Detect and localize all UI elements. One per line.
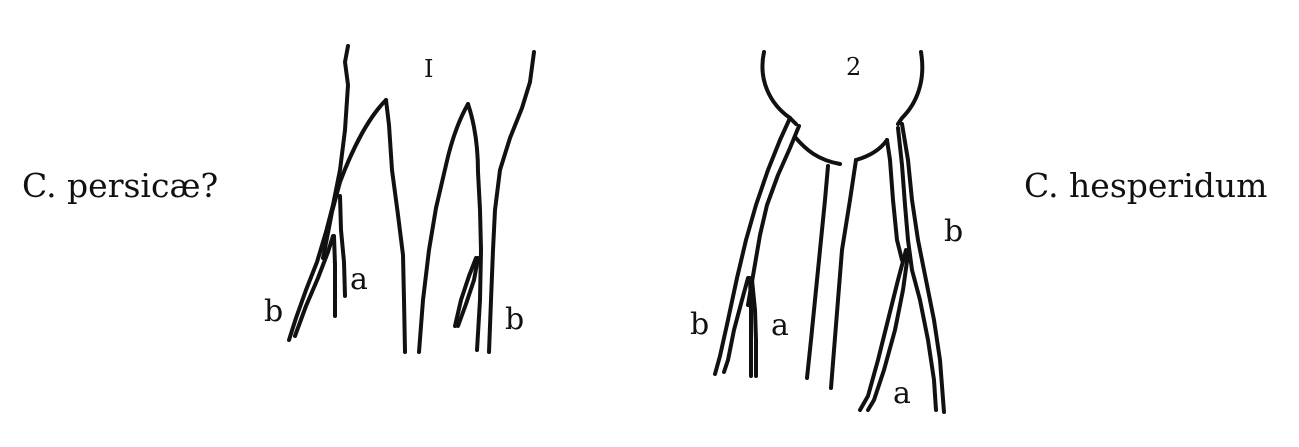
figure-1-right-lobe-left — [417, 102, 470, 354]
figure-1-number: I — [424, 55, 433, 83]
figure-2-center-notch — [793, 135, 842, 166]
figure-2-left-appendage-b — [722, 276, 750, 374]
figure-1-left-lobe-outer — [384, 98, 407, 354]
figure-1-left-appendage-b-tip — [332, 234, 337, 318]
figure-2-number: 2 — [846, 53, 861, 81]
figure-2-center-right-top — [854, 138, 889, 162]
figure-2-center-right-edge — [885, 138, 904, 262]
figure-1-right-appendage-b-inner — [456, 256, 480, 328]
figure-2-right-leg-inner — [896, 126, 938, 412]
figure-2-right-appendage-a-outer — [858, 248, 908, 412]
figure-1-right-appendage-b — [453, 256, 478, 328]
figure-1-left-appendage-b — [293, 234, 335, 338]
figure-2-center-right-stem — [829, 158, 858, 390]
figure-1: C. persicæ? I a b b — [22, 44, 536, 354]
figure-1-label-b-right: b — [505, 302, 524, 337]
figure-1-left-appendage-inner — [321, 98, 388, 260]
figure-2-right-leg-outer — [900, 122, 946, 414]
figure-2-label-a-left: a — [771, 308, 789, 343]
figure-2-label-b-right: b — [944, 214, 963, 249]
figure-1-left-appendage-a — [338, 194, 347, 298]
figure-1-right-outline — [487, 50, 536, 354]
figure-2-left-appendage-b-tip — [748, 276, 753, 378]
figure-1-species-label: C. persicæ? — [22, 166, 218, 205]
figure-2: 2 C. hesperidum b a b a — [690, 50, 1267, 414]
figure-2-label-a-right: a — [893, 376, 911, 411]
figure-1-label-a: a — [350, 262, 368, 297]
figure-2-species-label: C. hesperidum — [1024, 166, 1267, 205]
figure-1-right-lobe-right — [466, 102, 483, 352]
figure-2-head-right — [896, 50, 925, 126]
figure-2-left-appendage-a — [750, 278, 758, 378]
figure-2-head — [760, 50, 798, 126]
figure-2-center-left-stem — [805, 164, 830, 380]
figure-1-left-outline — [287, 44, 350, 342]
figure-2-label-b-left: b — [690, 307, 709, 342]
figure-2-left-leg-inner — [746, 124, 801, 307]
figure-2-left-leg-outer — [713, 116, 792, 376]
figure-1-label-b-left: b — [264, 294, 283, 329]
figure-2-right-appendage-a-inner — [866, 252, 910, 412]
